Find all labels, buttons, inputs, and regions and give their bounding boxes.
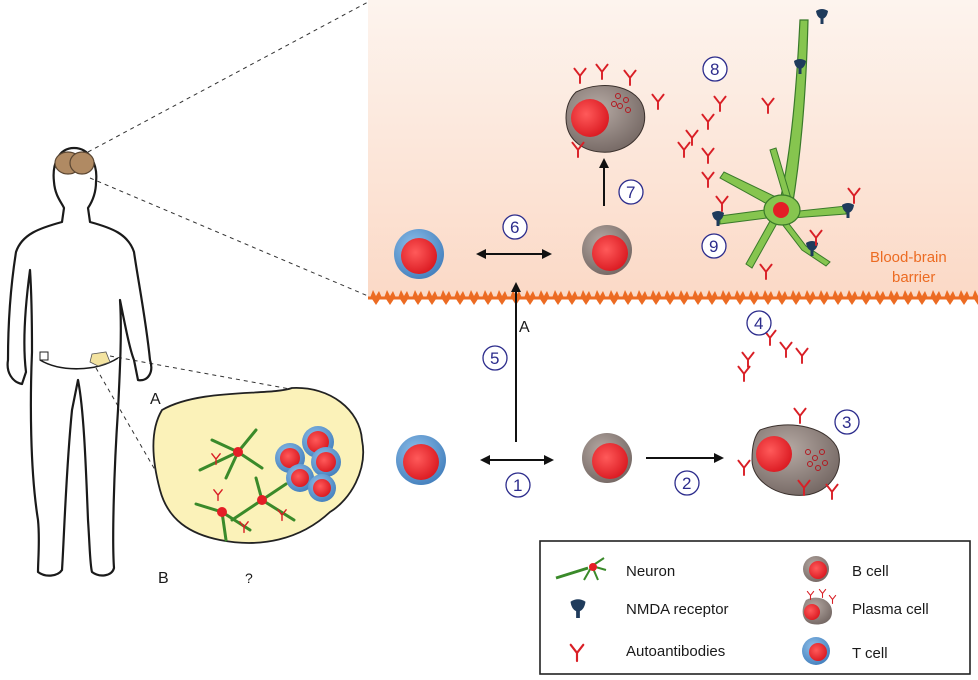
step-markers bbox=[482, 56, 860, 498]
step-4: 4 bbox=[754, 314, 763, 333]
step-3: 3 bbox=[842, 413, 851, 432]
brain-compartment bbox=[368, 0, 978, 298]
t-cell-brain bbox=[394, 229, 444, 279]
label-tissue-site: A bbox=[150, 391, 161, 408]
step-2: 2 bbox=[682, 474, 691, 493]
t-cell-periphery bbox=[396, 435, 446, 485]
blood-brain-barrier bbox=[368, 290, 978, 305]
tumor-spot bbox=[89, 351, 111, 367]
step-5: 5 bbox=[490, 349, 499, 368]
step-1: 1 bbox=[513, 476, 522, 495]
tumor-tissue bbox=[152, 387, 365, 544]
legend-plasma-cell: Plasma cell bbox=[852, 601, 929, 618]
label-barrier-crossing: A bbox=[519, 319, 530, 336]
legend-t-cell: T cell bbox=[852, 645, 888, 662]
arrows bbox=[476, 158, 724, 465]
neuron-brain bbox=[712, 9, 854, 269]
label-b: B bbox=[158, 570, 169, 587]
plasma-cell-periphery bbox=[737, 407, 840, 500]
legend-nmda: NMDA receptor bbox=[626, 601, 729, 618]
neuron-icon bbox=[555, 557, 607, 581]
legend-neuron: Neuron bbox=[626, 563, 675, 580]
step-6: 6 bbox=[510, 218, 519, 237]
zoom-lines bbox=[87, 1, 369, 476]
t-cell-icon bbox=[802, 637, 830, 665]
legend-b-cell: B cell bbox=[852, 563, 889, 580]
crossing-autoantibodies bbox=[737, 329, 809, 382]
human-body bbox=[6, 146, 153, 577]
plasma-cell-icon bbox=[802, 588, 837, 625]
barrier-label-2: barrier bbox=[892, 269, 935, 286]
b-cell-icon bbox=[803, 556, 829, 582]
legend: Neuron NMDA receptor Autoantibodies B ce… bbox=[539, 540, 971, 675]
plasma-cell-brain bbox=[565, 63, 646, 158]
b-cell-periphery bbox=[582, 433, 632, 483]
barrier-label-1: Blood-brain bbox=[870, 249, 947, 266]
b-cell-brain bbox=[582, 225, 632, 275]
step-9: 9 bbox=[709, 237, 718, 256]
legend-autoantibodies: Autoantibodies bbox=[626, 643, 725, 660]
step-8: 8 bbox=[710, 60, 719, 79]
step-7: 7 bbox=[626, 183, 635, 202]
brain-in-head bbox=[54, 151, 95, 175]
small-box bbox=[39, 351, 49, 361]
label-unknown: ? bbox=[245, 570, 253, 586]
